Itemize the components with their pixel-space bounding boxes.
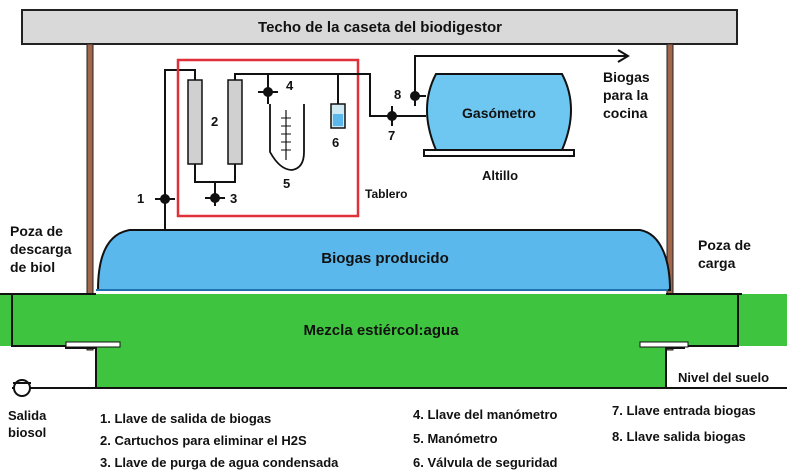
discharge-pool-line1: Poza de (10, 223, 63, 239)
valve-8-icon (410, 86, 420, 106)
manometer-ticks (281, 117, 291, 151)
biosol-outlet-line1: Salida (8, 408, 47, 423)
biogas-kitchen-line3: cocina (603, 105, 648, 121)
number-2: 2 (211, 114, 218, 129)
mixture-label: Mezcla estiércol:agua (303, 322, 459, 339)
left-pipe (65, 341, 121, 348)
legend-item-5: 5. Manómetro (413, 431, 498, 446)
legend-item-8: 8. Llave salida biogas (612, 429, 746, 444)
legend-item-2: 2. Cartuchos para eliminar el H2S (100, 433, 307, 448)
discharge-pool-line3: de biol (10, 259, 55, 275)
number-6: 6 (332, 135, 339, 150)
cartridge-link-bottom (194, 164, 236, 183)
left-post (86, 43, 94, 351)
load-pool-line1: Poza de (698, 237, 751, 253)
legend-item-7: 7. Llave entrada biogas (612, 403, 756, 418)
valve-4-icon (258, 87, 278, 97)
gas-pipe-outlet (414, 55, 626, 96)
right-post (666, 43, 674, 351)
number-1: 1 (137, 191, 144, 206)
number-3: 3 (230, 191, 237, 206)
valve-1-icon (155, 194, 175, 204)
arrow-head-icon (617, 49, 630, 63)
gasometer-label: Gasómetro (462, 105, 536, 121)
legend-item-4: 4. Llave del manómetro (413, 407, 558, 422)
roof-label: Techo de la caseta del biodigestor (258, 19, 502, 36)
biogas-kitchen-line1: Biogas (603, 69, 650, 85)
discharge-pool-line2: descarga (10, 241, 72, 257)
h2s-cartridge-left (187, 79, 203, 165)
biogas-dome (96, 229, 672, 291)
safety-valve-liquid (333, 114, 343, 126)
loft-label: Altillo (482, 168, 518, 183)
valve-7-icon (387, 106, 397, 126)
cartridge-link-top (188, 69, 196, 80)
loft-platform (423, 149, 575, 157)
tank-outline (11, 294, 739, 389)
board-label: Tablero (365, 187, 407, 201)
mixture-tank (0, 294, 787, 346)
control-board-frame (176, 58, 360, 218)
ground-level-label: Nivel del suelo (678, 370, 769, 385)
biogas-kitchen-line2: para la (603, 87, 648, 103)
gas-pipe-main (164, 69, 188, 230)
right-pipe (639, 341, 689, 348)
gas-pipe-board (234, 73, 426, 117)
number-4: 4 (286, 78, 294, 93)
biogas-produced-label: Biogas producido (321, 250, 449, 267)
mixture-tank-lower (96, 344, 666, 388)
roof-bar (21, 9, 738, 45)
legend-item-3: 3. Llave de purga de agua condensada (100, 455, 339, 470)
number-5: 5 (283, 176, 290, 191)
h2s-cartridge-right (227, 79, 243, 165)
load-pool-line2: carga (698, 255, 736, 271)
manometer-icon (269, 104, 305, 171)
legend-item-1: 1. Llave de salida de biogas (100, 411, 271, 426)
number-7: 7 (388, 128, 395, 143)
number-8: 8 (394, 87, 401, 102)
legend-item-6: 6. Válvula de seguridad (413, 455, 558, 470)
valve-3-icon (205, 193, 225, 203)
biosol-outlet-line2: biosol (8, 425, 46, 440)
